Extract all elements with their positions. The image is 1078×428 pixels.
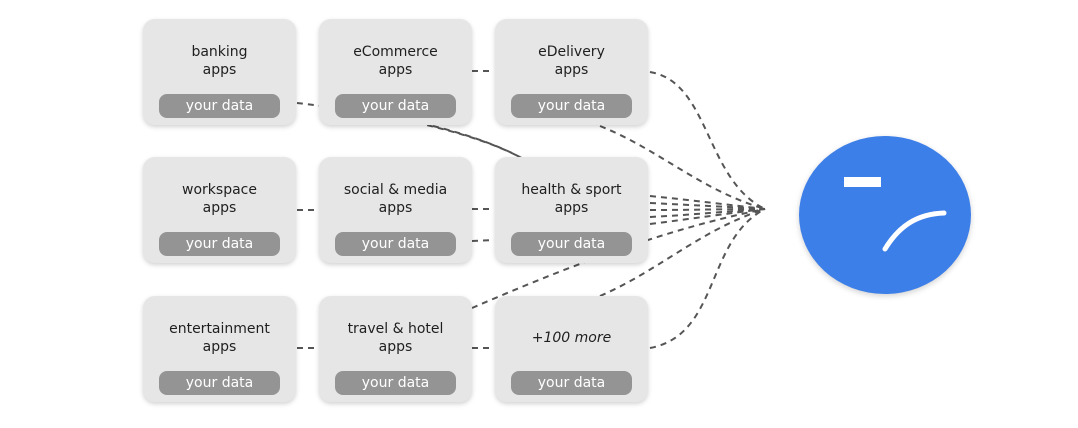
card-more-apps: +100 more your data — [495, 296, 648, 402]
card-title-line: apps — [202, 200, 237, 216]
card-title-line: +100 more — [531, 330, 612, 346]
card-banking-apps: banking apps your data — [143, 19, 296, 125]
blue-circle-logo-icon — [844, 177, 947, 252]
your-data-pill: your data — [335, 94, 456, 118]
card-title-line: eDelivery — [538, 44, 605, 60]
card-ecommerce-apps: eCommerce apps your data — [319, 19, 472, 125]
card-title-line: apps — [202, 339, 237, 355]
hub-logo-circle — [799, 136, 971, 294]
card-title-line: workspace — [182, 182, 257, 198]
connector-edelivery-bottom-to-hub — [599, 125, 766, 210]
card-title: travel & hotel apps — [325, 320, 466, 356]
connector-more-right-to-hub — [649, 208, 766, 349]
card-title-line: entertainment — [169, 321, 270, 337]
connector-health-to-hub-3 — [649, 208, 766, 211]
connector-social-to-health-bottom — [471, 239, 495, 242]
card-title: workspace apps — [149, 181, 290, 217]
your-data-pill: your data — [335, 371, 456, 395]
connector-edelivery-top-to-hub — [649, 71, 766, 210]
card-title-line: apps — [378, 339, 413, 355]
card-title: health & sport apps — [501, 181, 642, 217]
card-entertainment-apps: entertainment apps your data — [143, 296, 296, 402]
card-title-line: social & media — [343, 182, 448, 198]
your-data-pill: your data — [159, 94, 280, 118]
card-title-line: apps — [378, 200, 413, 216]
card-workspace-apps: workspace apps your data — [143, 157, 296, 263]
card-health-sport-apps: health & sport apps your data — [495, 157, 648, 263]
your-data-pill: your data — [511, 232, 632, 256]
card-social-media-apps: social & media apps your data — [319, 157, 472, 263]
card-edelivery-apps: eDelivery apps your data — [495, 19, 648, 125]
card-title-line: banking — [191, 44, 248, 60]
card-title: social & media apps — [325, 181, 466, 217]
card-title-line: apps — [378, 62, 413, 78]
card-title-line: travel & hotel — [347, 321, 444, 337]
your-data-pill: your data — [159, 371, 280, 395]
connector-ecommerce-to-health — [432, 125, 526, 161]
card-title-line: health & sport — [521, 182, 622, 198]
card-title: entertainment apps — [149, 320, 290, 356]
card-title-line: apps — [202, 62, 237, 78]
card-title-line: apps — [554, 200, 589, 216]
your-data-pill: your data — [511, 371, 632, 395]
card-title: eDelivery apps — [501, 43, 642, 79]
connector-more-top-to-hub — [599, 208, 766, 297]
your-data-pill: your data — [511, 94, 632, 118]
connector-travel-to-hub — [471, 208, 766, 309]
card-title: banking apps — [149, 43, 290, 79]
card-title-line: apps — [554, 62, 589, 78]
your-data-pill: your data — [335, 232, 456, 256]
card-title-line: eCommerce — [353, 44, 438, 60]
card-title: eCommerce apps — [325, 43, 466, 79]
your-data-pill: your data — [159, 232, 280, 256]
card-title: +100 more — [501, 329, 642, 347]
card-travel-hotel-apps: travel & hotel apps your data — [319, 296, 472, 402]
